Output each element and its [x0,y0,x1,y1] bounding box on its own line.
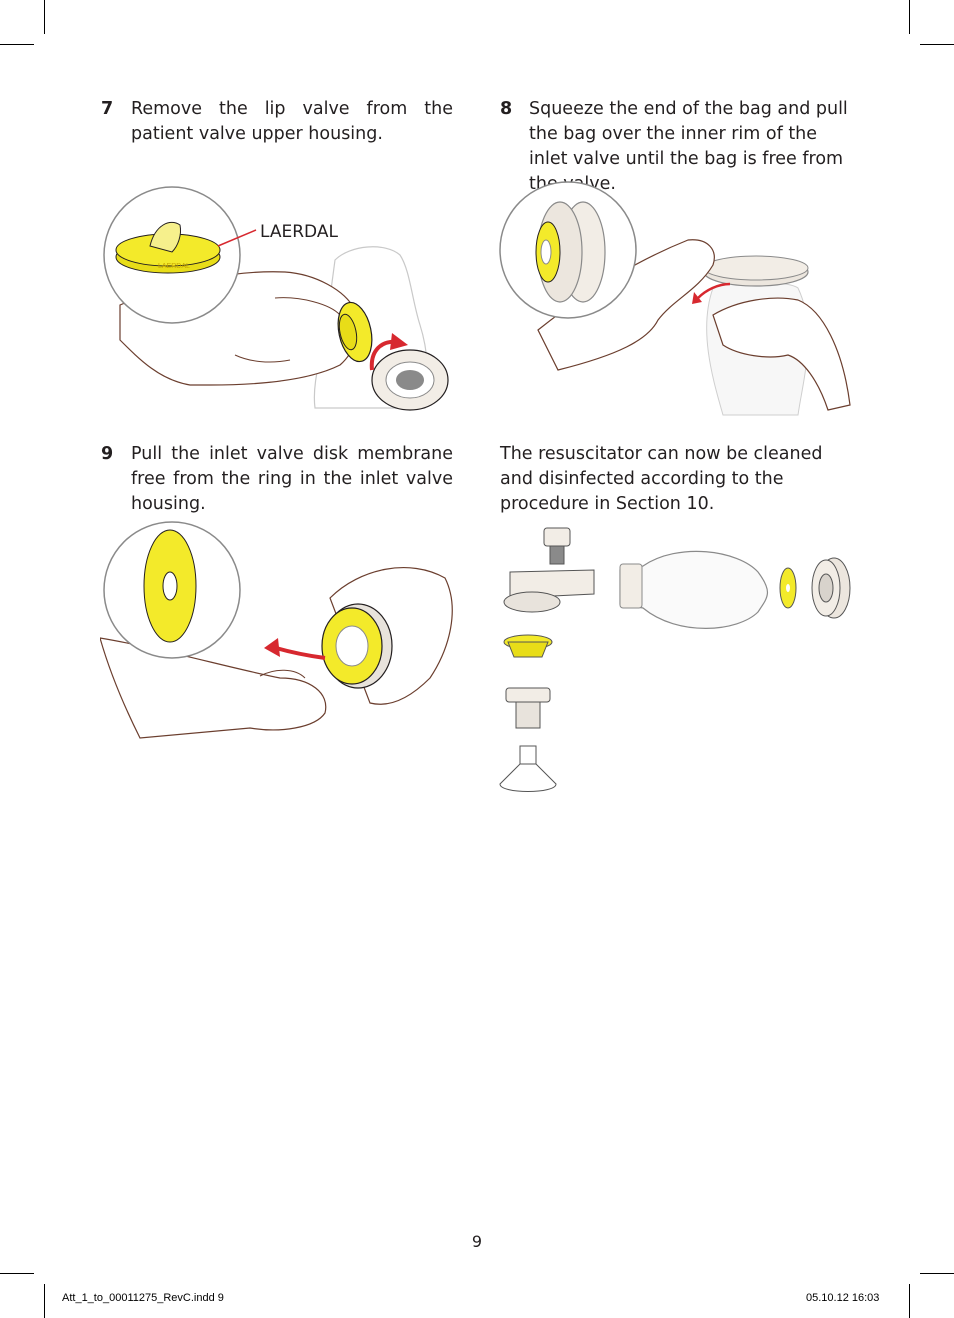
crop-mark [0,44,34,45]
crop-mark [909,0,910,34]
crop-mark [909,1284,910,1318]
figure-disassembled-parts [499,527,851,792]
crop-mark [920,44,954,45]
step-number: 8 [500,99,513,119]
valve-engraving: LAERDAL [158,263,190,270]
crop-mark [920,1273,954,1274]
callout-label: LAERDAL [260,222,338,242]
step-number: 9 [101,444,114,464]
figure-remove-lip-valve: LAERDAL LAERDAL [103,186,449,411]
crop-mark [44,1284,45,1318]
slug-filename: Att_1_to_00011275_RevC.indd 9 [62,1292,224,1304]
step-number: 7 [101,99,114,119]
figure-remove-disk-membrane [100,521,453,739]
step-text: Remove the lip valve from the patient va… [131,99,453,144]
step-text: Pull the inlet valve disk membrane free … [131,444,453,514]
page-number: 9 [471,1232,483,1251]
step-7: 7 Remove the lip valve from the patient … [101,97,455,157]
crop-mark [44,0,45,34]
step-8: 8 Squeeze the end of the bag and pull th… [500,97,854,194]
crop-mark [0,1273,34,1274]
figure-remove-bag [499,181,851,416]
conclusion-text: The resuscitator can now be cleaned and … [500,444,823,514]
step-9: 9 Pull the inlet valve disk membrane fre… [101,442,455,514]
slug-timestamp: 05.10.12 16:03 [806,1292,880,1304]
